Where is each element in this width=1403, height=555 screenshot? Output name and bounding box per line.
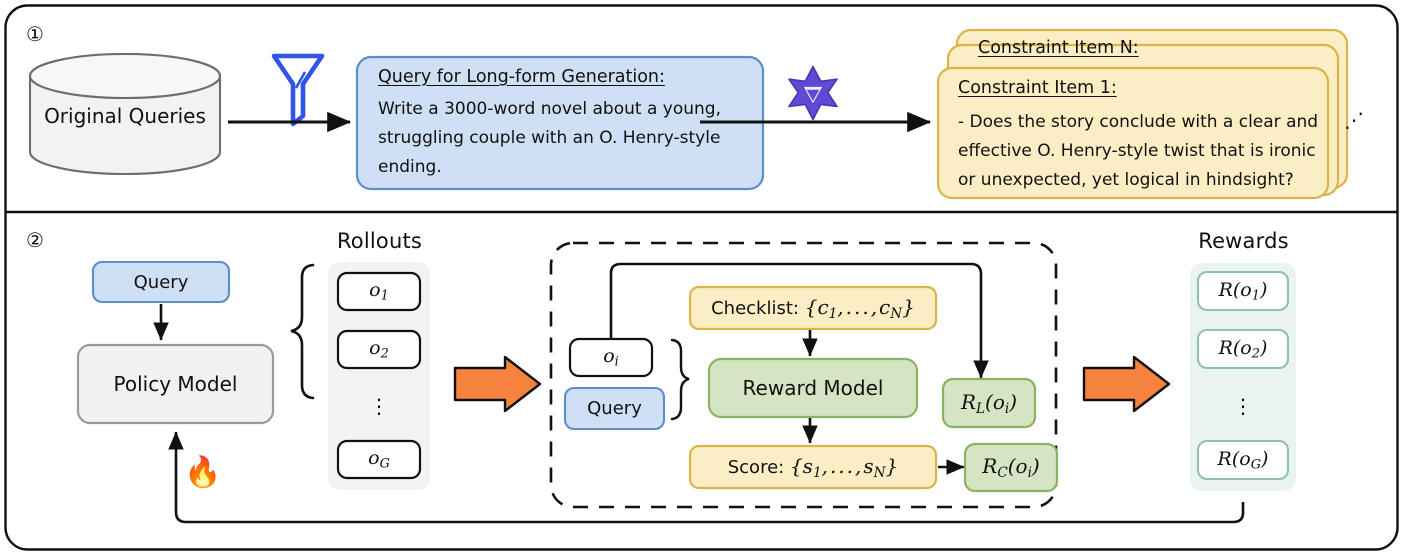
arrow-o-to-rl bbox=[609, 262, 989, 379]
reward-label-1: R(o1) bbox=[1218, 278, 1268, 304]
reward-box-3 bbox=[1196, 439, 1290, 481]
database-cylinder bbox=[28, 52, 222, 176]
reward-model-label: Reward Model bbox=[742, 376, 884, 400]
constraint-card-line-1: - Does the story conclude with a clear a… bbox=[958, 112, 1319, 132]
query-node-label: Query bbox=[133, 271, 189, 293]
arrow-reward-to-rewards bbox=[1082, 355, 1171, 413]
reward-model-box bbox=[707, 357, 919, 419]
rewards-title: Rewards bbox=[1198, 229, 1289, 253]
query-card-line-1: Write a 3000-word novel about a young, bbox=[378, 99, 721, 119]
constraint-card-back-heading: Constraint Item N: bbox=[978, 38, 1139, 58]
rollouts-container bbox=[328, 262, 430, 490]
policy-model-label: Policy Model bbox=[113, 372, 238, 396]
fire-icon: 🔥 bbox=[184, 455, 222, 490]
reward-box-2 bbox=[1196, 328, 1290, 370]
checklist-label: Checklist: {c1, . . . , cN} bbox=[711, 294, 915, 322]
arrow-feedback-to-policy bbox=[168, 431, 1245, 524]
reward-input-query-box bbox=[563, 386, 666, 431]
llm-star-icon bbox=[788, 65, 838, 121]
rl-box bbox=[941, 377, 1037, 429]
reward-label-3: R(oG) bbox=[1217, 447, 1269, 473]
score-box bbox=[688, 444, 938, 490]
rollout-label-2: o2 bbox=[369, 337, 389, 362]
constraint-stack-ellipsis: ⋰ bbox=[1344, 108, 1364, 132]
reward-input-o-label: oi bbox=[603, 345, 619, 370]
constraint-card-line-2: effective O. Henry-style twist that is i… bbox=[958, 141, 1316, 161]
rollout-box-1 bbox=[336, 271, 422, 312]
rewards-ellipsis: ⋮ bbox=[1233, 393, 1253, 418]
query-node-box bbox=[91, 260, 231, 304]
constraint-card-front bbox=[936, 66, 1330, 200]
query-card-line-3: ending. bbox=[378, 157, 442, 177]
rollout-box-2 bbox=[336, 329, 422, 370]
reward-block-dashed bbox=[549, 241, 1058, 509]
constraint-card-front-heading: Constraint Item 1: bbox=[958, 78, 1117, 98]
rc-box bbox=[963, 442, 1059, 493]
panel-2-number: ② bbox=[26, 228, 44, 252]
panel-1-number: ① bbox=[26, 22, 44, 46]
rewards-container bbox=[1190, 263, 1296, 491]
reward-inputs-brace bbox=[670, 338, 690, 421]
database-label: Original Queries bbox=[44, 104, 206, 128]
reward-box-1 bbox=[1196, 270, 1290, 312]
reward-label-2: R(o2) bbox=[1218, 336, 1268, 362]
reward-input-query-label: Query bbox=[587, 398, 642, 419]
query-card-line-2: struggling couple with an O. Henry-style bbox=[378, 128, 721, 148]
rollout-label-1: o1 bbox=[369, 279, 389, 304]
query-card-heading: Query for Long-form Generation: bbox=[378, 67, 665, 87]
score-label: Score: {s1, . . . , sN} bbox=[727, 453, 899, 481]
rollouts-title: Rollouts bbox=[336, 229, 423, 253]
rl-label: RL(oi) bbox=[960, 389, 1018, 417]
rollout-box-3 bbox=[336, 439, 422, 480]
rollouts-ellipsis: ⋮ bbox=[369, 393, 389, 418]
rollout-label-3: oG bbox=[368, 447, 390, 472]
rc-label: RC(oi) bbox=[982, 454, 1040, 481]
policy-model-box bbox=[76, 343, 275, 425]
arrow-rollouts-to-reward bbox=[453, 355, 542, 413]
checklist-box bbox=[688, 285, 938, 331]
funnel-icon bbox=[271, 53, 325, 127]
rollouts-brace bbox=[290, 263, 315, 400]
constraint-card-line-3: or unexpected, yet logical in hindsight? bbox=[958, 170, 1294, 190]
